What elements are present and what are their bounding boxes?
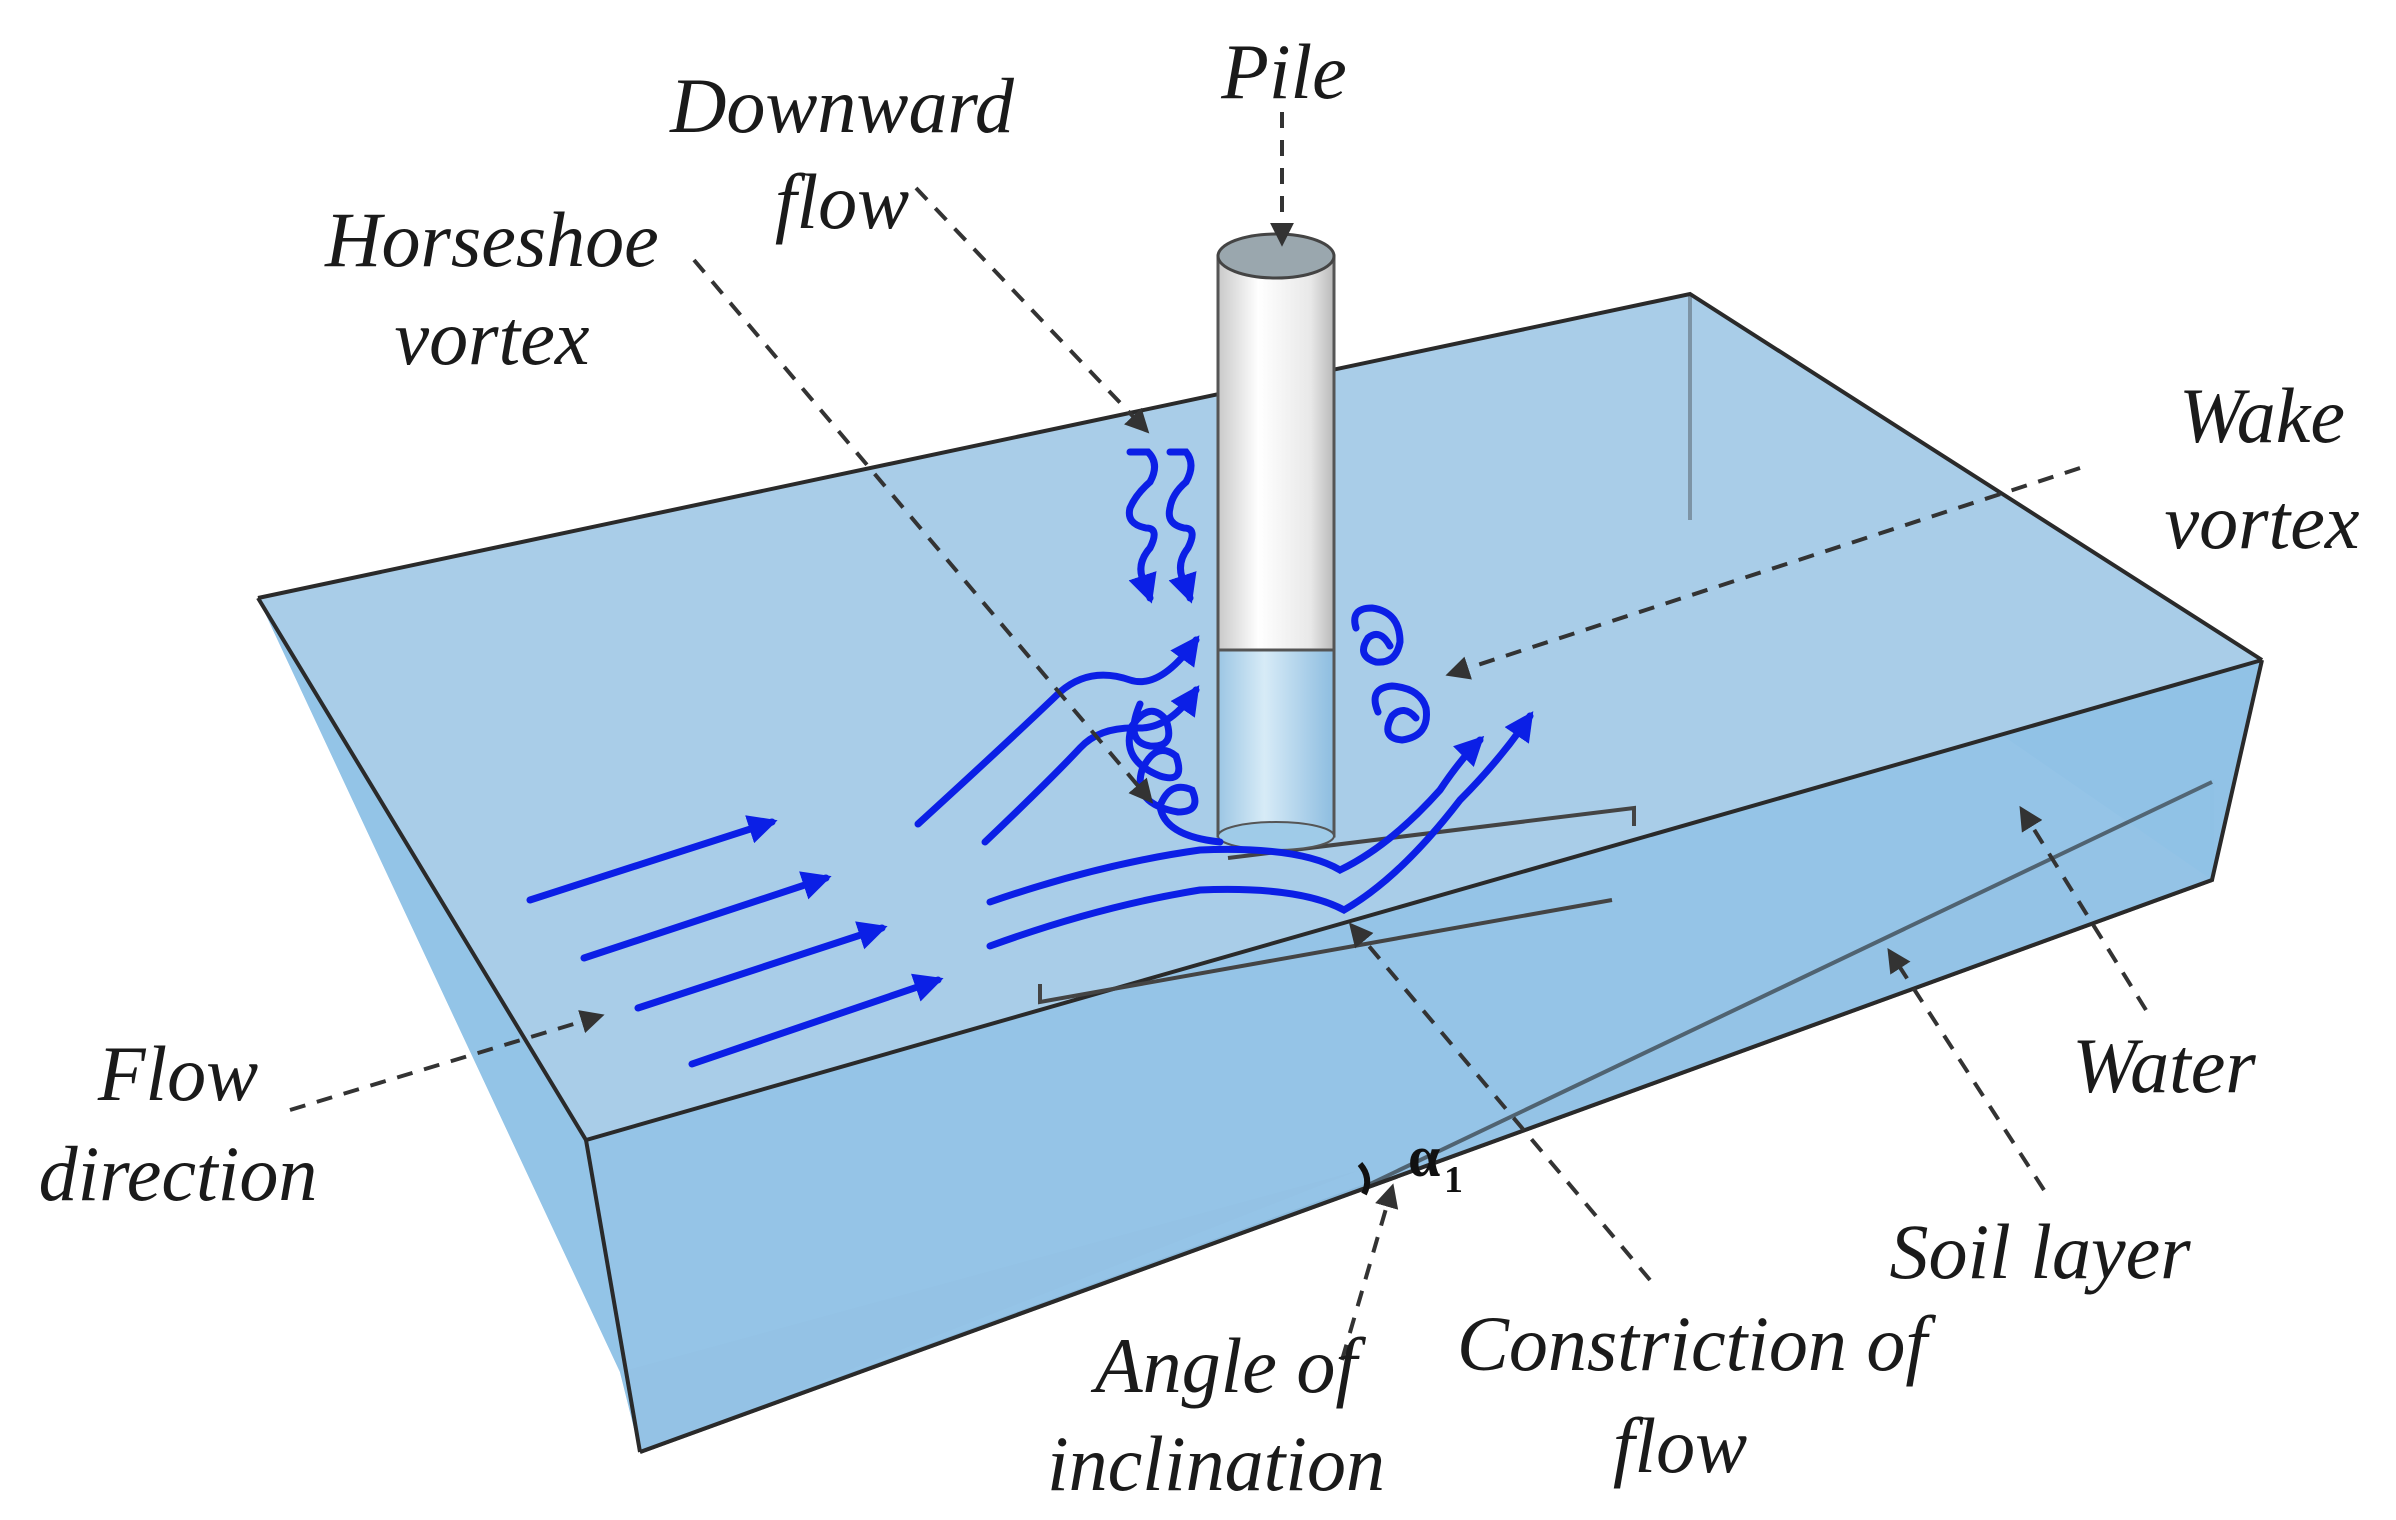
angle-marker: α 1 <box>1357 1124 1463 1201</box>
constriction-bracket-front <box>1038 898 1613 1005</box>
label-constriction-line1: Constriction of <box>1457 1300 1937 1387</box>
label-horseshoe-vortex-line1: Horseshoe <box>324 196 659 283</box>
label-horseshoe-vortex-line2: vortex <box>395 294 590 381</box>
leader-lines <box>289 112 2148 1361</box>
label-water: Water <box>2072 1022 2256 1109</box>
label-angle-line2: inclination <box>1047 1420 1385 1507</box>
alpha-subscript: 1 <box>1444 1159 1463 1201</box>
constriction-bracket-back <box>1227 805 1636 860</box>
label-pile: Pile <box>1220 28 1347 115</box>
wake-vortex-swirls <box>1351 604 1430 744</box>
pile <box>1216 232 1336 851</box>
label-flow-direction-line1: Flow <box>97 1030 258 1117</box>
label-wake-vortex-line2: vortex <box>2165 478 2360 565</box>
water-front-face <box>258 598 2262 1452</box>
label-constriction-line2: flow <box>1613 1402 1747 1489</box>
box-edges <box>256 291 2264 1454</box>
alpha-symbol: α <box>1408 1124 1440 1189</box>
label-soil-layer: Soil layer <box>1889 1208 2191 1295</box>
label-wake-vortex-line1: Wake <box>2179 372 2345 459</box>
downward-flow-swirls <box>1125 448 1197 604</box>
horseshoe-vortex-loops <box>1125 700 1224 846</box>
label-downward-flow-line1: Downward <box>669 62 1015 149</box>
label-downward-flow-line2: flow <box>775 158 909 245</box>
label-angle-line1: Angle of <box>1090 1322 1366 1409</box>
label-flow-direction-line2: direction <box>39 1130 318 1217</box>
